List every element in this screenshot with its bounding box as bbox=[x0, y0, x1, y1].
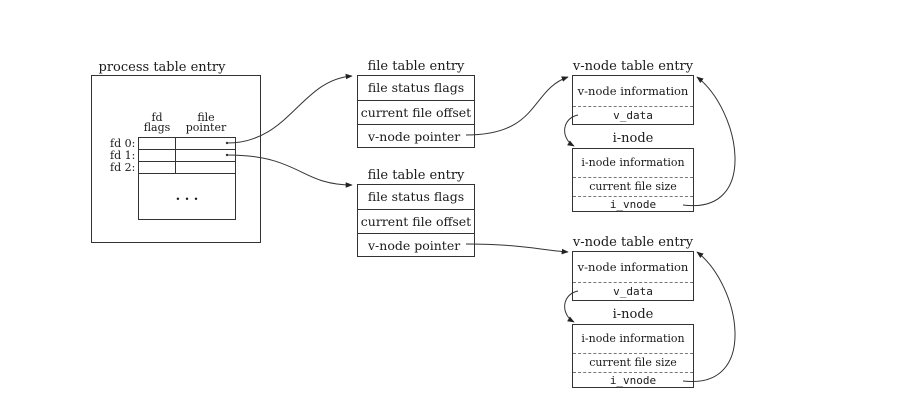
fd-row-divider-2 bbox=[138, 161, 236, 162]
vnode-pointer-1: v-node pointer bbox=[358, 124, 474, 148]
v-data-1: v_data bbox=[573, 106, 693, 125]
vnode-pointer-2: v-node pointer bbox=[358, 233, 474, 257]
file-status-flags-2: file status flags bbox=[367, 189, 465, 204]
i-vnode-1: i_vnode bbox=[573, 196, 693, 212]
fd-column-divider bbox=[175, 137, 176, 173]
vnode-information-2: v-node information bbox=[577, 260, 689, 274]
fd-2-label: fd 2: bbox=[110, 161, 136, 174]
fd-row-divider-3 bbox=[138, 173, 236, 174]
file-table-entry-2: file status flags current file offset v-… bbox=[357, 184, 475, 257]
vnode-table-title-1: v-node table entry bbox=[572, 59, 694, 74]
vnode-table-title-2: v-node table entry bbox=[572, 235, 694, 250]
current-file-offset-2: current file offset bbox=[358, 209, 474, 233]
fd-flags-header: fd flags bbox=[143, 111, 171, 134]
inode-title-1: i-node bbox=[612, 131, 654, 146]
arrow-vnode-ptr-1 bbox=[465, 76, 569, 136]
arrow-vnode-ptr-2 bbox=[465, 243, 569, 255]
vnode-table-entry-1: v-node information v_data bbox=[572, 75, 694, 125]
fd-table bbox=[138, 137, 236, 220]
fd-1-label: fd 1: bbox=[110, 149, 136, 162]
file-table-title-1: file table entry bbox=[367, 59, 465, 74]
vnode-table-entry-2: v-node information v_data bbox=[572, 251, 694, 301]
file-status-flags-1: file status flags bbox=[367, 80, 465, 95]
file-table-entry-1: file status flags current file offset v-… bbox=[357, 75, 475, 148]
fd-ellipsis: . . . bbox=[175, 189, 199, 204]
inode-title-2: i-node bbox=[612, 307, 654, 322]
fd-row-divider-1 bbox=[138, 149, 236, 150]
file-pointer-header: file pointer bbox=[185, 111, 227, 134]
inode-information-1: i-node information bbox=[581, 156, 685, 169]
inode-file-size-2: current file size bbox=[573, 353, 693, 372]
inode-file-size-1: current file size bbox=[573, 177, 693, 196]
i-vnode-2: i_vnode bbox=[573, 372, 693, 388]
process-table-title: process table entry bbox=[98, 60, 226, 75]
vnode-information-1: v-node information bbox=[577, 84, 689, 98]
inode-1: i-node information current file size i_v… bbox=[572, 148, 694, 212]
current-file-offset-1: current file offset bbox=[358, 100, 474, 124]
v-data-2: v_data bbox=[573, 282, 693, 301]
inode-information-2: i-node information bbox=[581, 332, 685, 345]
file-table-title-2: file table entry bbox=[367, 168, 465, 183]
inode-2: i-node information current file size i_v… bbox=[572, 324, 694, 388]
fd-0-label: fd 0: bbox=[110, 137, 136, 150]
